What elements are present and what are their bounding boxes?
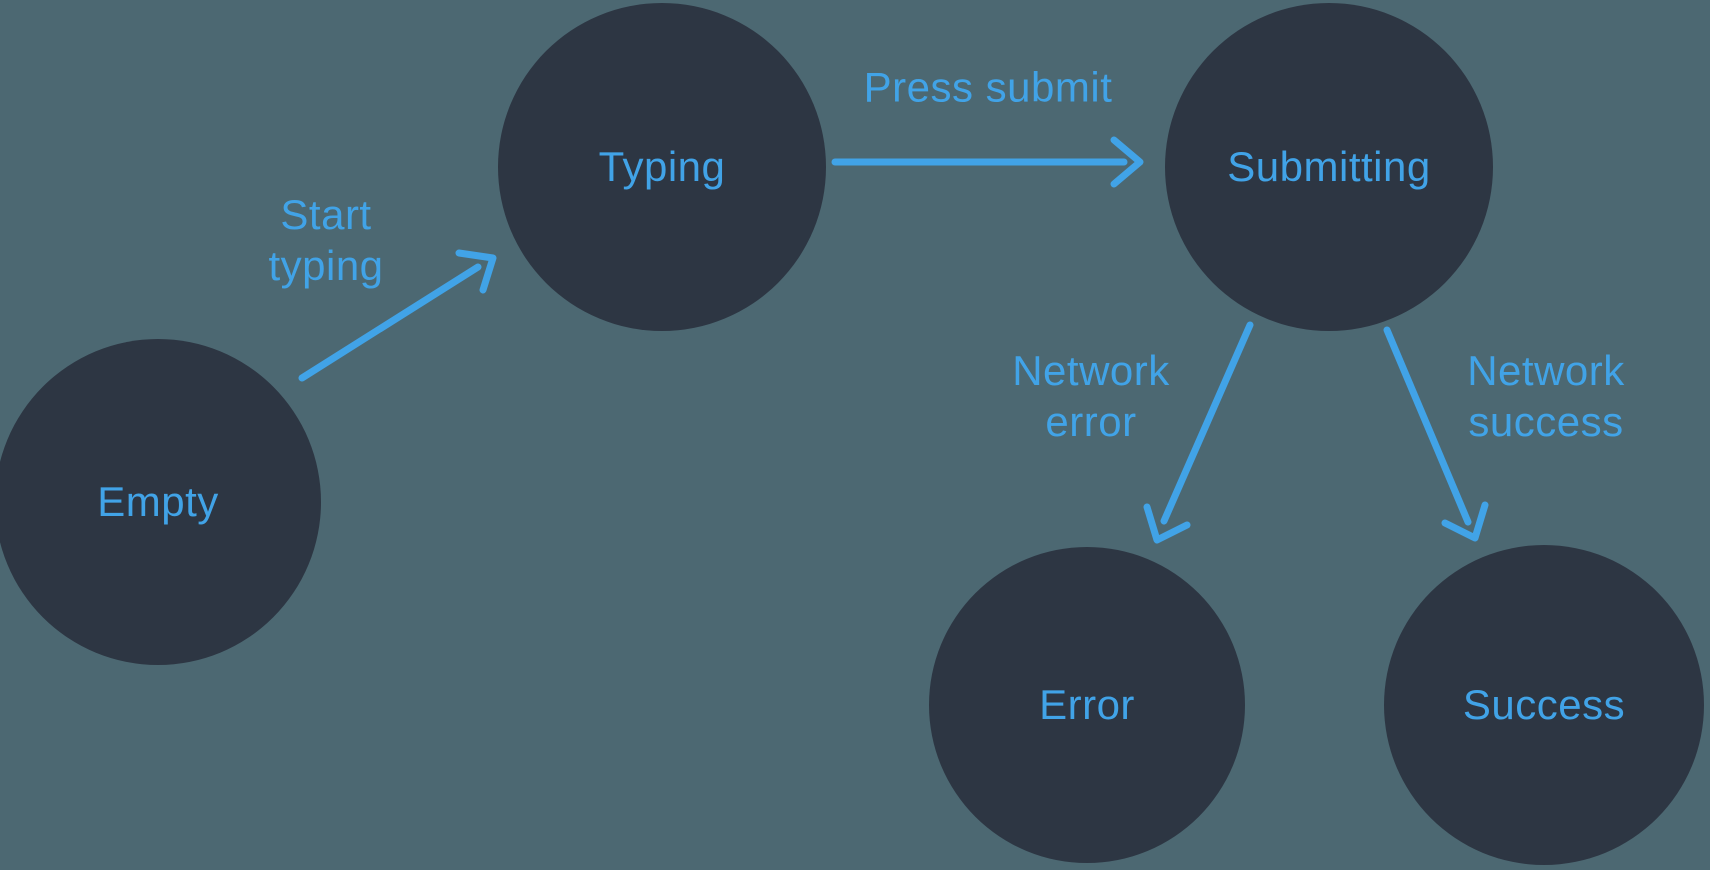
arrow-shaft bbox=[1383, 326, 1472, 526]
arrow-head-icon bbox=[1110, 136, 1144, 188]
state-node-typing: Typing bbox=[498, 3, 826, 331]
transition-label-network-success: Network success bbox=[1467, 345, 1625, 447]
transition-label-press-submit: Press submit bbox=[864, 61, 1113, 112]
state-node-submitting: Submitting bbox=[1165, 3, 1493, 331]
arrow-head-icon bbox=[455, 249, 497, 294]
state-node-empty: Empty bbox=[0, 339, 321, 665]
state-node-success: Success bbox=[1384, 545, 1704, 865]
transition-label-line: success bbox=[1468, 398, 1624, 445]
state-label-typing: Typing bbox=[598, 143, 726, 190]
transition-label-network-error: Network error bbox=[1012, 345, 1170, 447]
state-label-error: Error bbox=[1039, 681, 1135, 728]
arrow-head-icon bbox=[1143, 503, 1191, 544]
transition-label-line: Press submit bbox=[863, 63, 1113, 111]
transition-label-start-typing: Start typing bbox=[268, 189, 383, 291]
arrow-press-submit bbox=[831, 136, 1144, 188]
transition-label-line: Network bbox=[1012, 346, 1170, 394]
arrow-shaft bbox=[1160, 321, 1254, 525]
transition-label-line: Start bbox=[280, 190, 372, 238]
transition-label-line: error bbox=[1045, 398, 1137, 445]
state-label-success: Success bbox=[1462, 681, 1626, 728]
transition-label-line: Network bbox=[1467, 346, 1625, 394]
transition-label-line: typing bbox=[268, 242, 384, 289]
state-label-submitting: Submitting bbox=[1227, 143, 1431, 190]
state-node-error: Error bbox=[929, 547, 1245, 863]
state-label-empty: Empty bbox=[97, 478, 219, 525]
arrow-head-icon bbox=[1441, 501, 1489, 542]
